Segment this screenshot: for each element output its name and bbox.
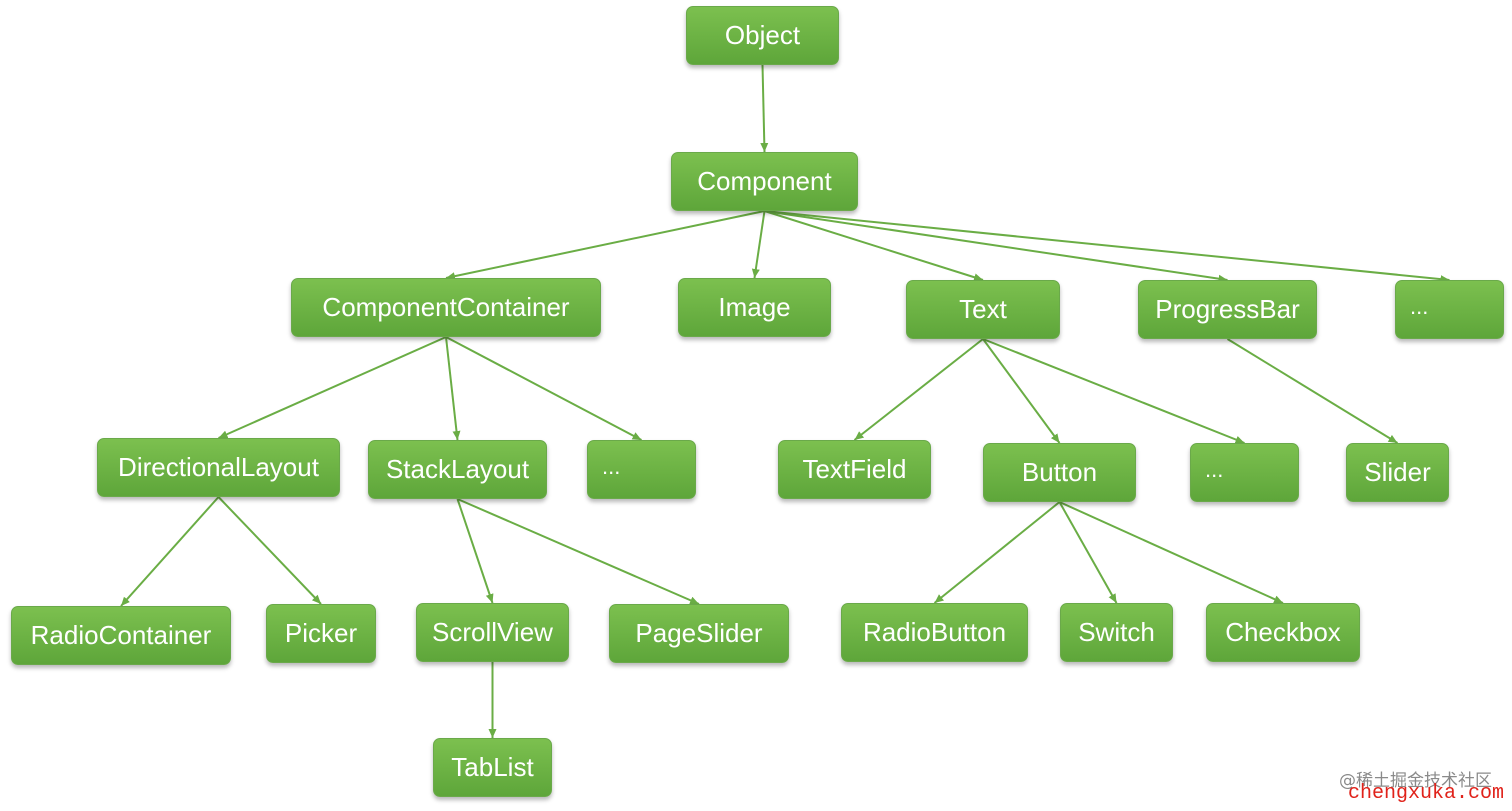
edge-component-to-more_top	[764, 210, 1450, 284]
edge-component_container-to-directional_layout	[218, 336, 447, 439]
edge-component_container-to-stack_layout	[445, 336, 461, 441]
edge-component-to-text	[764, 210, 984, 282]
edge-stack_layout-to-page_slider	[457, 498, 700, 605]
node-directional-layout: DirectionalLayout	[97, 438, 340, 497]
edge-component-to-progress_bar	[764, 210, 1228, 283]
edge-button-to-radio_button	[933, 501, 1061, 604]
node-radio-container: RadioContainer	[11, 606, 231, 665]
edge-button-to-checkbox	[1059, 501, 1284, 604]
node-radio-button: RadioButton	[841, 603, 1028, 662]
edge-progress_bar-to-slider	[1226, 338, 1399, 444]
node-object: Object	[686, 6, 839, 65]
node-image: Image	[678, 278, 831, 337]
node-slider: Slider	[1346, 443, 1449, 502]
node-component-container: ComponentContainer	[291, 278, 601, 337]
edge-directional_layout-to-picker	[217, 496, 322, 605]
node-more-text: ...	[1190, 443, 1299, 502]
node-switch: Switch	[1060, 603, 1173, 662]
edge-text-to-text_field	[853, 338, 984, 441]
node-component: Component	[671, 152, 858, 211]
edge-component-to-image	[751, 210, 766, 279]
node-page-slider: PageSlider	[609, 604, 789, 663]
node-progress-bar: ProgressBar	[1138, 280, 1317, 339]
site-label: chengxuka.com	[1347, 782, 1504, 805]
node-stack-layout: StackLayout	[368, 440, 547, 499]
edge-object-to-component	[760, 64, 769, 153]
node-text-field: TextField	[778, 440, 931, 499]
edge-text-to-button	[982, 338, 1061, 444]
node-more-container: ...	[587, 440, 696, 499]
node-text: Text	[906, 280, 1060, 339]
node-button: Button	[983, 443, 1136, 502]
edge-stack_layout-to-scroll_view	[456, 498, 494, 604]
watermark: @稀土掘金技术社区	[1339, 771, 1492, 791]
node-tab-list: TabList	[433, 738, 552, 797]
edge-component_container-to-more_container	[445, 336, 642, 441]
edge-component-to-component_container	[445, 210, 765, 281]
node-more-top: ...	[1395, 280, 1504, 339]
edge-text-to-more_text	[982, 338, 1245, 444]
node-checkbox: Checkbox	[1206, 603, 1360, 662]
node-scroll-view: ScrollView	[416, 603, 569, 662]
edge-directional_layout-to-radio_container	[120, 496, 220, 607]
edge-button-to-switch	[1058, 501, 1118, 604]
node-picker: Picker	[266, 604, 376, 663]
